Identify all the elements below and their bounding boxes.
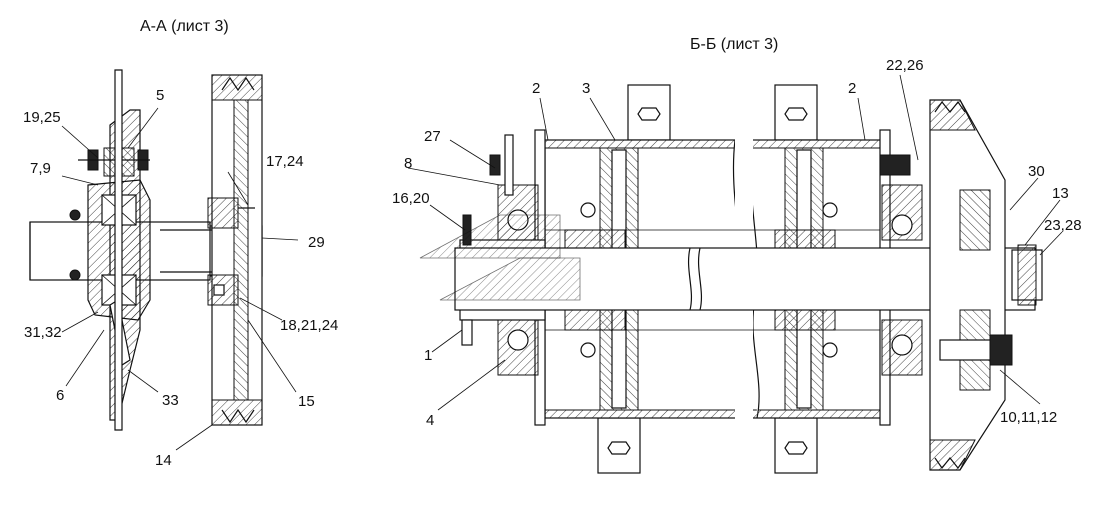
callout-17-24: 17,24	[266, 153, 304, 170]
callout-22-26: 22,26	[886, 57, 924, 74]
view-bb-title: Б-Б (лист 3)	[690, 36, 778, 53]
callout-2a: 2	[532, 80, 540, 97]
callout-2b: 2	[848, 80, 856, 97]
callout-1: 1	[424, 347, 432, 364]
callout-10-11-12: 10,11,12	[1000, 409, 1057, 426]
callout-23-28: 23,28	[1044, 217, 1082, 234]
callout-15: 15	[298, 393, 315, 410]
callout-19-25: 19,25	[23, 109, 61, 126]
callout-13: 13	[1052, 185, 1069, 202]
pulley-right	[929, 99, 1013, 471]
callout-3: 3	[582, 80, 590, 97]
callout-33: 33	[162, 392, 179, 409]
callout-29: 29	[308, 234, 325, 251]
leader-lines-left	[61, 107, 299, 451]
top-brackets	[627, 84, 818, 141]
callout-7-9: 7,9	[30, 160, 51, 177]
bottom-brackets	[597, 417, 818, 474]
callout-4: 4	[426, 412, 434, 429]
callout-18-21-24: 18,21,24	[280, 317, 338, 334]
pulley-left	[207, 74, 263, 426]
callout-27: 27	[424, 128, 441, 145]
view-bb: Б-Б (лист 3)	[392, 36, 1082, 474]
callout-16-20: 16,20	[392, 190, 430, 207]
callout-14: 14	[155, 452, 172, 469]
view-aa: А-А (лист 3)	[23, 18, 338, 469]
view-aa-title: А-А (лист 3)	[140, 18, 229, 35]
callout-8: 8	[404, 155, 412, 172]
callout-31-32: 31,32	[24, 324, 62, 341]
flange-plate	[114, 69, 123, 431]
right-bearing	[879, 154, 923, 376]
callout-5: 5	[156, 87, 164, 104]
callout-6: 6	[56, 387, 64, 404]
hatched-arrows	[419, 214, 581, 301]
callout-30: 30	[1028, 163, 1045, 180]
leader-lines-right	[407, 74, 1063, 411]
